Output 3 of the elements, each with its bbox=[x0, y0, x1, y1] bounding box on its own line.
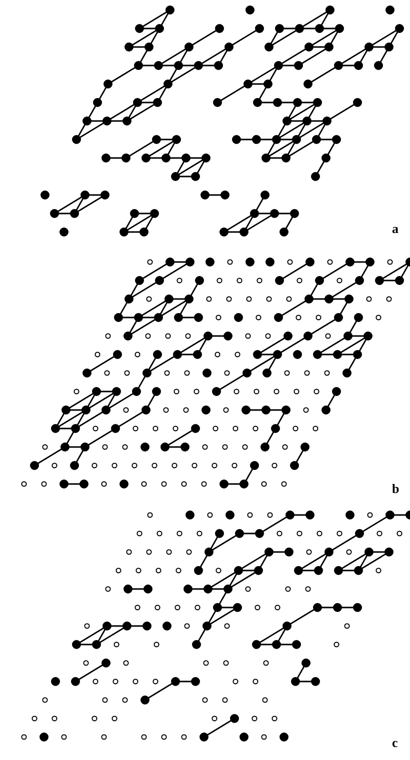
panel-label: a bbox=[392, 222, 398, 236]
panel-label: b bbox=[392, 482, 400, 496]
panel-label: c bbox=[392, 736, 398, 750]
